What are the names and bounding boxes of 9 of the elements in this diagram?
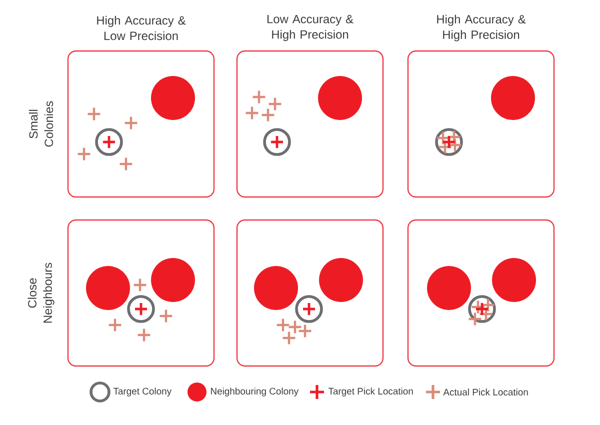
column-heading: High Accuracy & High Precision bbox=[437, 14, 526, 42]
legend-label: Target Pick Location bbox=[328, 388, 413, 396]
row-heading: Small Colonies bbox=[28, 101, 54, 147]
legend-label: Target Colony bbox=[113, 388, 172, 396]
row-heading: Close Neighbours bbox=[28, 262, 54, 323]
legend-label: Neighbouring Colony bbox=[210, 388, 299, 396]
column-heading: Low Accuracy & High Precision bbox=[267, 14, 354, 42]
legend-label: Actual Pick Location bbox=[443, 388, 528, 396]
column-heading: High Accuracy & Low Precision bbox=[97, 16, 186, 40]
